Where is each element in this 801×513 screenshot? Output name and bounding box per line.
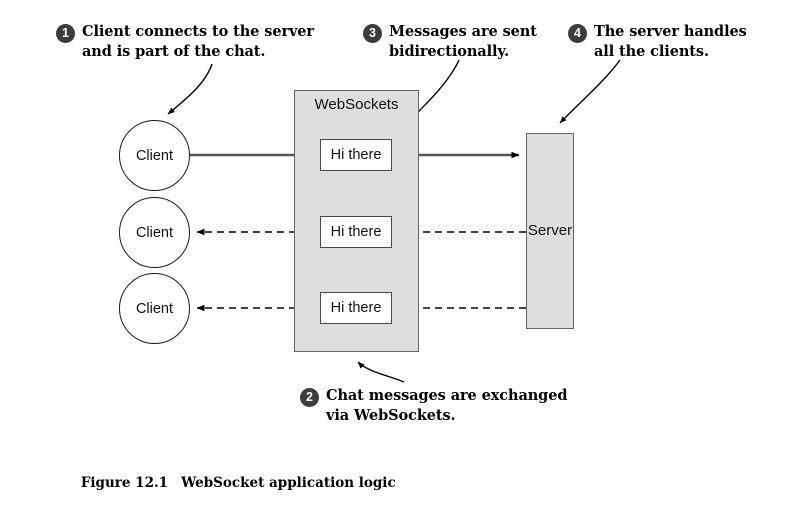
figure-caption-number: Figure 12.1 [80,475,169,491]
callout-1-badge: 1 [56,24,75,43]
callout-2-leader [357,361,405,383]
message-box-3: Hi there [320,292,392,324]
callout-3-text: Messages are sent bidirectionally. [389,23,537,60]
client-node-3-label: Client [135,300,174,317]
message-box-2-label: Hi there [330,224,382,240]
callout-3-badge: 3 [363,24,382,43]
server-label: Server [527,222,573,239]
callout-4-badge: 4 [568,24,587,43]
message-box-3-label: Hi there [330,300,382,316]
callout-4-text: The server handles all the clients. [594,23,747,60]
callout-1-text: Client connects to the server and is par… [82,23,314,60]
client-node-1: Client [119,120,190,191]
callout-2: 2 Chat messages are exchanged via WebSoc… [300,386,590,425]
message-box-1: Hi there [320,139,392,171]
callout-4: 4 The server handles all the clients. [568,22,758,61]
message-box-2: Hi there [320,216,392,248]
figure-caption-title: WebSocket application logic [181,475,396,491]
client-node-2-label: Client [135,224,174,241]
figure-caption: Figure 12.1 WebSocket application logic [62,459,396,507]
callout-4-leader [559,59,621,124]
websockets-panel-label: WebSockets [314,96,399,113]
server-box [526,133,574,329]
client-node-1-label: Client [135,147,174,164]
callout-3: 3 Messages are sent bidirectionally. [363,22,553,61]
callout-1: 1 Client connects to the server and is p… [56,22,331,61]
callout-2-badge: 2 [300,388,319,407]
callout-2-text: Chat messages are exchanged via WebSocke… [326,387,568,424]
client-node-2: Client [119,197,190,268]
message-box-1-label: Hi there [330,147,382,163]
callout-1-leader [167,63,213,115]
client-node-3: Client [119,273,190,344]
